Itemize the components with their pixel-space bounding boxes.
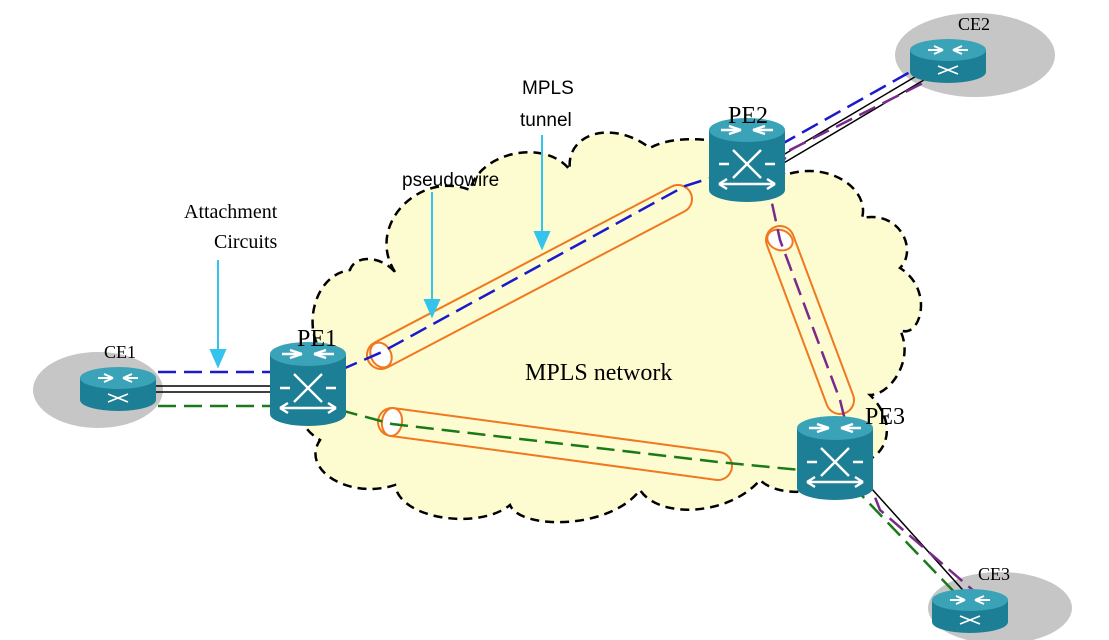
pseudowire-label: pseudowire — [402, 170, 499, 191]
pe3-router-icon[interactable] — [795, 414, 875, 502]
pe1-label: PE1 — [297, 326, 337, 352]
ce2-label: CE2 — [958, 14, 990, 34]
ce3-label: CE3 — [978, 564, 1010, 584]
pe1-router-icon[interactable] — [268, 340, 348, 428]
pe2-router-icon[interactable] — [707, 116, 787, 204]
attachment-circuits-label-line2: Circuits — [214, 231, 278, 253]
attachment-circuits-label-line1: Attachment — [184, 201, 278, 223]
ce2-router-icon[interactable] — [909, 38, 987, 84]
callout-arrows — [209, 135, 551, 369]
mpls-tunnel-label-line2: tunnel — [520, 110, 572, 131]
mpls-tunnel-pe1-pe2 — [366, 184, 693, 370]
ce1-label: CE1 — [104, 342, 136, 362]
ce3-router-icon[interactable] — [931, 588, 1009, 634]
mpls-network-label: MPLS network — [525, 360, 672, 386]
mpls-tunnel-label-line1: MPLS — [522, 78, 574, 99]
pe2-label: PE2 — [728, 103, 768, 129]
pe3-label: PE3 — [865, 404, 905, 430]
ce1-router-icon[interactable] — [79, 366, 157, 412]
